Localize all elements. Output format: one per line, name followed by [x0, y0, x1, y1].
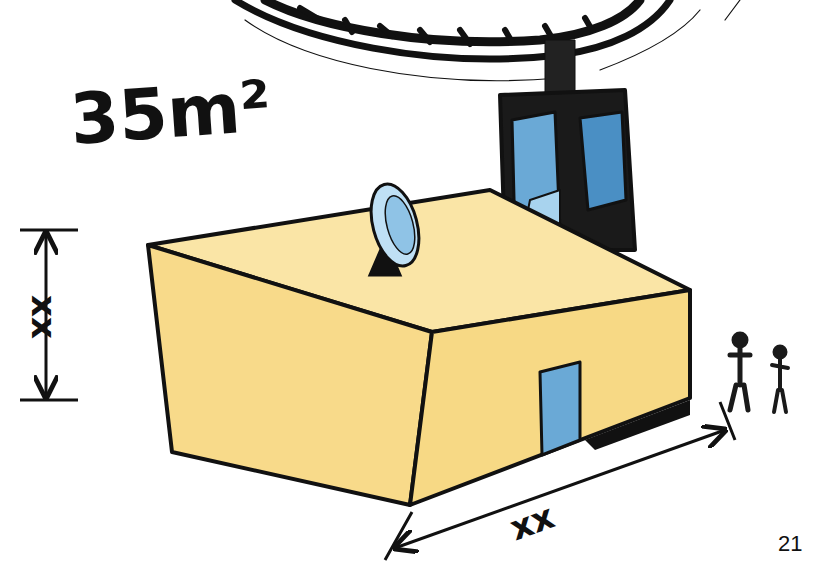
height-dimension: [20, 230, 78, 400]
satellite-dish: [363, 179, 427, 275]
page-number: 21: [778, 533, 802, 555]
people: [730, 333, 788, 412]
area-label: 35m²: [68, 71, 273, 155]
sphere: [235, 0, 740, 81]
length-dimension: [385, 402, 735, 560]
dimension-label: xx: [27, 295, 61, 339]
